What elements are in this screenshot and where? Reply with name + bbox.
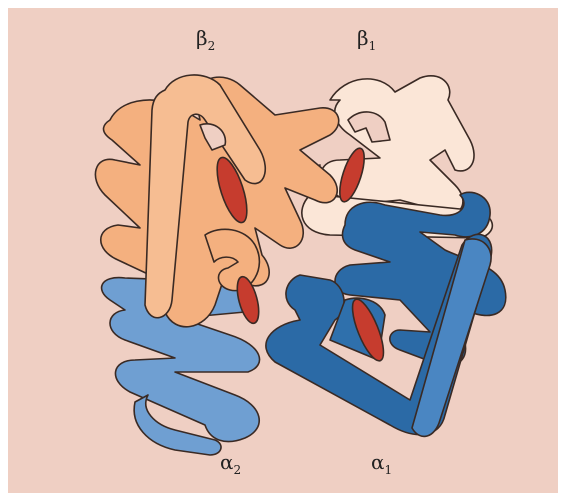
label-beta2: β2: [196, 28, 215, 52]
label-beta1: β1: [357, 28, 376, 52]
label-alpha1: α1: [371, 452, 392, 476]
label-alpha2: α2: [220, 452, 241, 476]
